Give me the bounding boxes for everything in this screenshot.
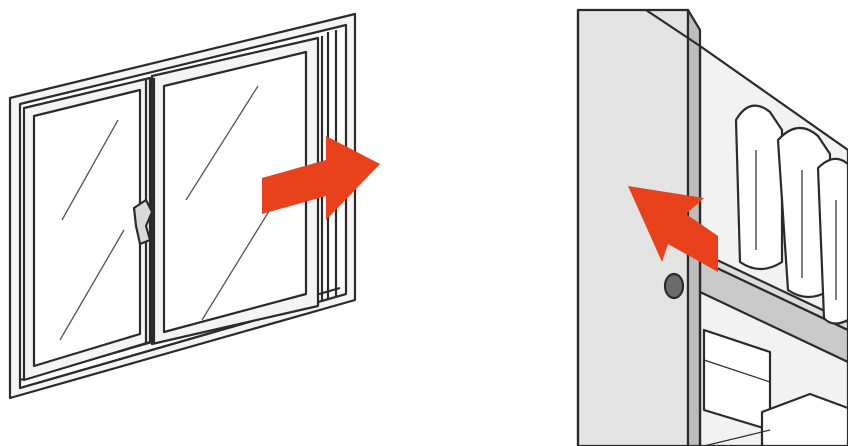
window-left-glass (34, 90, 140, 366)
garment-3 (818, 159, 848, 324)
closet (578, 10, 848, 446)
door-handle-icon (665, 274, 683, 298)
sliding-window (10, 14, 355, 398)
garment-1 (736, 106, 782, 269)
